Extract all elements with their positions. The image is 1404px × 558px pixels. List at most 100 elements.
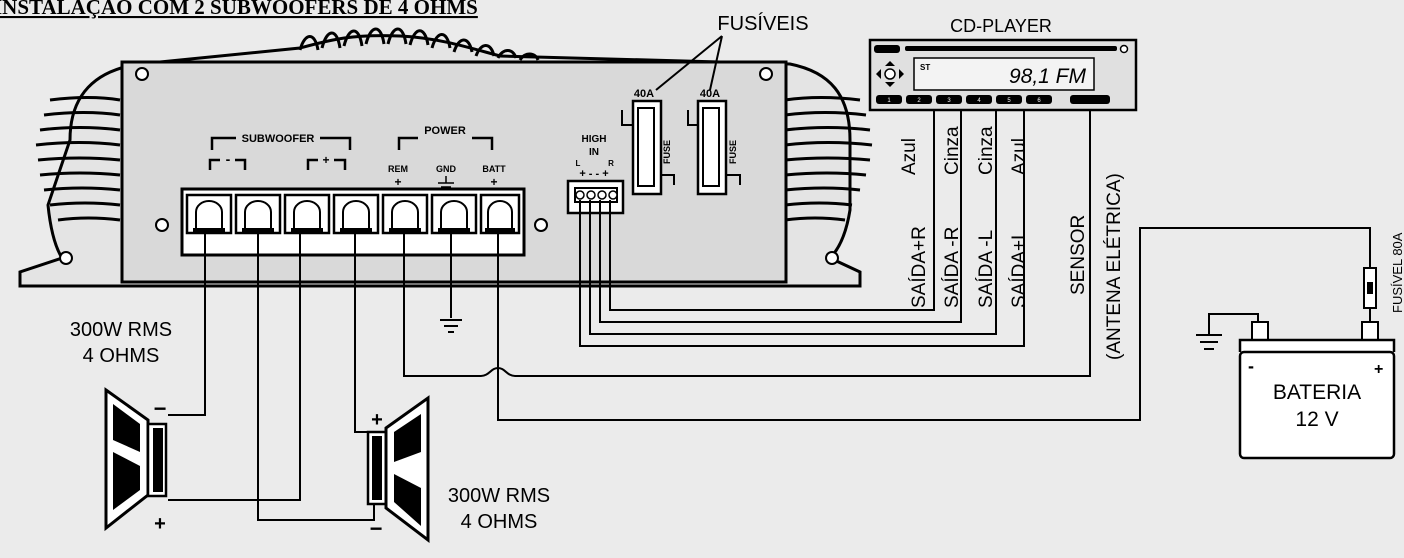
amplifier: SUBWOOFER POWER - + REM + GND BATT + HIG… [18,27,873,288]
terminal-gnd [430,193,478,235]
cd-player: CD-PLAYER ST 98,1 FM 1 2 3 4 5 6 [868,16,1138,112]
preset-button-6[interactable]: 6 [1026,95,1052,104]
preset-button-2[interactable]: 2 [906,95,932,104]
navigation-pad-icon[interactable] [876,61,904,87]
speaker-right [366,395,430,544]
wire-left-speaker-minus [168,232,206,416]
svg-text:6: 6 [1037,98,1041,104]
wiring [168,110,1371,521]
speaker-left-minus: − [154,396,167,421]
high-in-label-1: HIGH [582,134,607,145]
fuses-pointer [655,35,723,91]
cd-power-button[interactable] [874,45,900,53]
batt-plus-sign: + [490,175,497,189]
sensor-sublabel: (ANTENA ELÉTRICA) [1104,173,1125,360]
wire-left-speaker-plus [168,232,301,501]
fuse-2: 40A FUSE [687,88,741,196]
diagram-title: INSTALAÇÃO COM 2 SUBWOOFERS DE 4 OHMS [0,0,478,19]
speaker-left-plus: + [154,513,166,535]
svg-text:5: 5 [1007,98,1011,104]
gnd-symbol-icon [438,176,454,192]
wire-color-2: Cinza [942,126,963,175]
battery-positive-terminal [1361,321,1379,341]
cd-display [913,57,1095,91]
battery-body [1238,350,1396,460]
terminal-rem [381,193,429,235]
eject-icon[interactable] [1119,44,1129,54]
battery-negative-terminal [1251,321,1269,341]
high-in-l: L [576,159,581,168]
battery-ground-icon [1196,334,1222,350]
preset-button-5[interactable]: 5 [996,95,1022,104]
terminal-sub-minus-2 [234,193,282,235]
preset-button-1[interactable]: 1 [876,95,902,104]
heatsink-fins-right [784,96,873,222]
battery-plus: + [1374,361,1383,378]
preset-button-3[interactable]: 3 [936,95,962,104]
high-in-r: R [608,159,614,168]
wire-function-3: SAÍDA -L [976,230,997,308]
speaker-left-power: 300W RMS [70,319,172,341]
mode-button[interactable] [1070,95,1110,104]
terminal-sub-plus-1 [283,193,331,235]
wire-saida-minus-r [599,110,962,323]
screw-icon [759,67,773,81]
wire-color-4: Azul [1009,138,1030,175]
rem-plus-sign: + [394,175,401,189]
subwoofer-bracket [210,136,352,150]
screw-icon [59,251,73,265]
terminals [185,193,521,235]
speaker-left [104,387,168,532]
fuse-1-word: FUSE [662,140,672,164]
wire-function-4: SAÍDA+L [1009,229,1030,308]
screw-icon [825,251,839,265]
battery-name: BATERIA [1273,381,1361,404]
speaker-left-impedance: 4 OHMS [83,345,160,367]
svg-text:1: 1 [887,98,891,104]
speaker-right-minus: − [370,516,383,541]
fuse-80a-label: FUSÍVEL 80A [1390,232,1404,313]
battery-ground-wire [1208,313,1259,335]
fuse-2-rating: 40A [700,88,720,100]
preset-button-4[interactable]: 4 [966,95,992,104]
wire-saida-plus-r [609,110,935,311]
power-label: POWER [424,125,466,137]
cd-player-title: CD-PLAYER [950,16,1052,36]
screw-icon [135,67,149,81]
wire-saida-minus-l [589,110,997,335]
wire-function-2: SAÍDA -R [942,227,963,308]
fuse-80a: FUSÍVEL 80A [1363,232,1404,322]
cd-slot [905,46,1117,51]
screw-icon [155,218,169,232]
fuses-title: FUSÍVEIS [717,12,808,35]
fuse-1-rating: 40A [634,88,654,100]
power-bracket [397,136,494,150]
heatsink-fins-left [35,96,121,222]
display-frequency: 98,1 FM [1009,65,1087,88]
wire-color-1: Azul [899,138,920,175]
wire-function-1: SAÍDA+R [909,226,930,308]
rem-label: REM [388,164,408,174]
battery-voltage: 12 V [1295,408,1338,431]
batt-label: BATT [482,164,506,174]
terminal-sub-plus-2 [332,193,380,235]
preset-buttons: 1 2 3 4 5 6 [876,95,1052,104]
fuse-1: 40A FUSE [621,88,675,196]
terminal-batt [479,193,521,235]
fuse-2-word: FUSE [728,140,738,164]
svg-text:2: 2 [917,98,921,104]
sub-plus-bracket [306,158,347,170]
subwoofer-label: SUBWOOFER [242,133,315,145]
sub-minus-bracket [208,158,247,170]
heatsink-fins-top [298,27,540,61]
terminal-sub-minus-1 [185,193,233,235]
wire-right-speaker-minus [257,232,375,521]
high-in-polarity: + - - + [579,168,608,180]
svg-text:4: 4 [977,98,981,104]
sub-minus-sign: - [226,151,231,167]
speaker-right-impedance: 4 OHMS [461,511,538,533]
gnd-label: GND [436,164,457,174]
sub-plus-sign: + [322,153,329,167]
wire-color-3: Cinza [976,126,997,175]
